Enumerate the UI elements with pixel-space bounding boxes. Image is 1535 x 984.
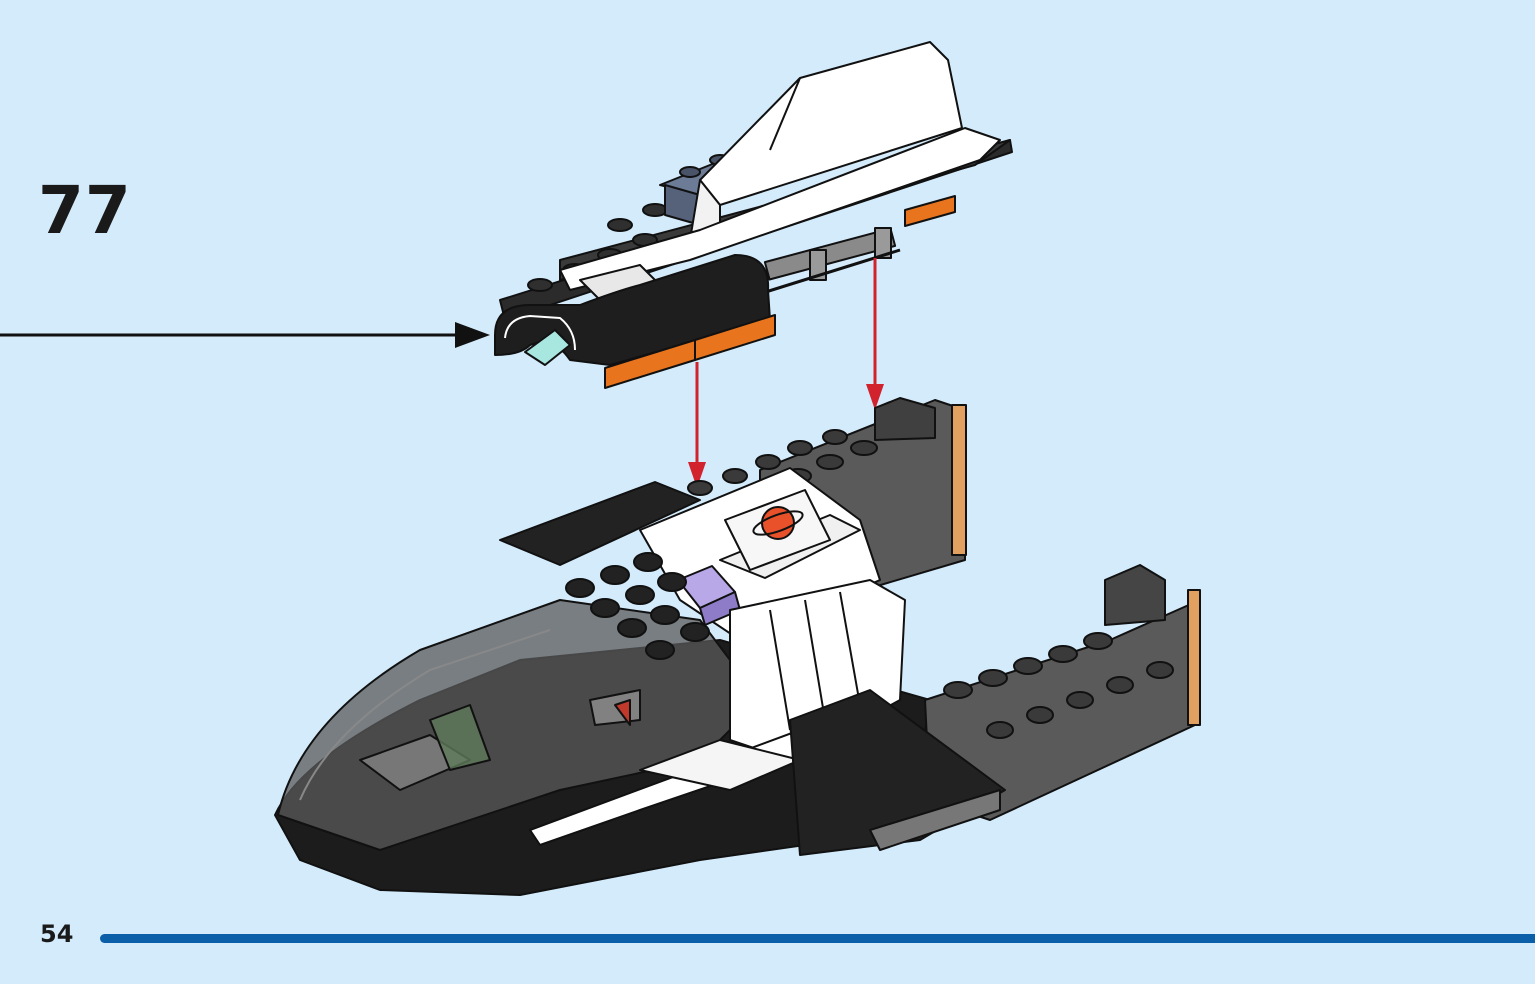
down-arrow-icon [866, 258, 884, 410]
page-number: 54 [40, 920, 74, 948]
main-ship-body [274, 397, 1201, 896]
top-subassembly [494, 41, 1013, 389]
callout-arrow-icon [0, 322, 490, 348]
footer-bar [100, 934, 1535, 943]
down-arrow-icon [688, 362, 706, 488]
step-number: 77 [38, 172, 132, 249]
space-logo-icon [752, 506, 804, 540]
